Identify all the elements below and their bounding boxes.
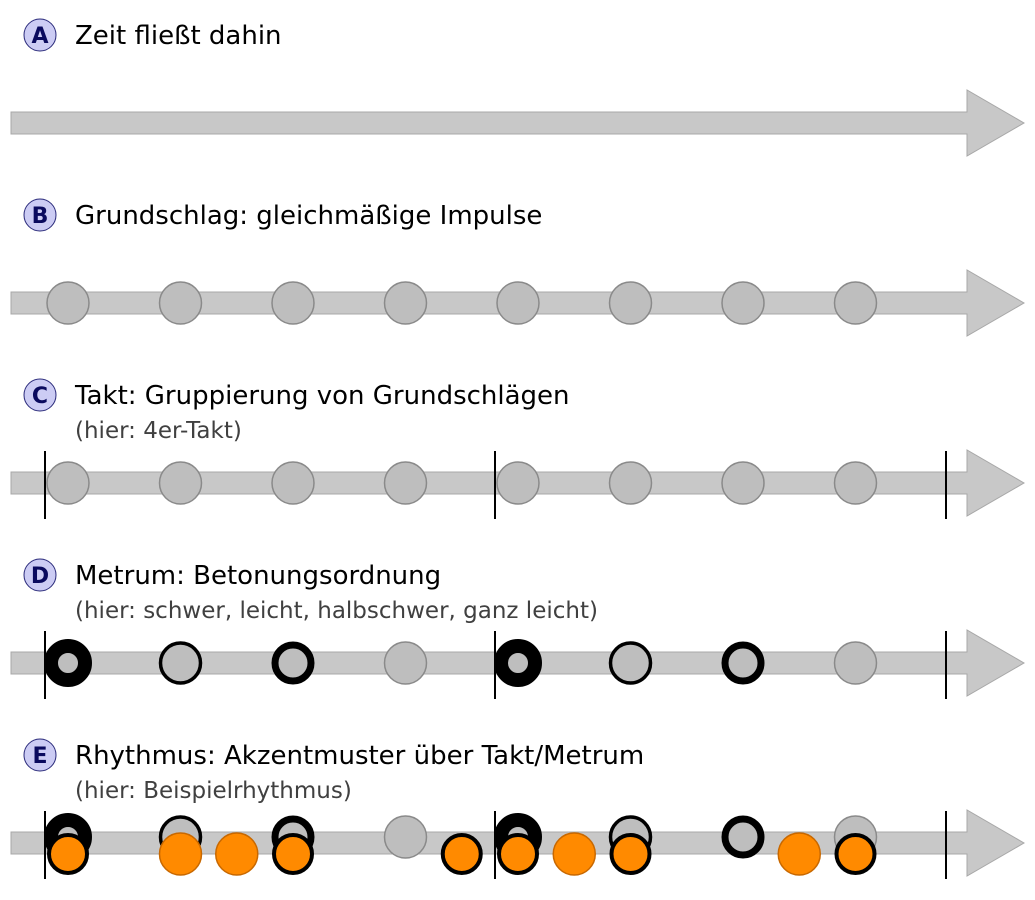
rhythm-note-accented [834,833,877,875]
rhythm-note-accented [272,833,314,875]
beat-ganz-leicht [383,461,428,505]
beat-ganz-leicht [608,281,653,325]
beat-leicht [608,641,653,685]
rhythm-note-accented [47,833,89,875]
beat-schwer [494,639,542,687]
panel-e: E Rhythmus: Akzentmuster über Takt/Metrum… [10,738,1025,879]
beat-ganz-leicht [158,461,203,505]
panel-title: Metrum: Betonungsordnung [75,561,441,591]
panel-a: A Zeit fließt dahin [10,18,1025,157]
time-arrow [10,89,1025,157]
beat-ganz-leicht [833,281,878,325]
letter-badge [23,18,57,52]
beat-ganz-leicht [833,461,878,505]
beat-ganz-leicht [496,281,540,325]
rhythm-note [552,832,596,876]
beat-halbschwer [271,641,315,685]
rhythm-note-accented [440,833,483,875]
letter-badge-label: B [32,204,49,229]
beat-ganz-leicht [721,461,765,505]
beat-halbschwer [721,641,765,685]
beat-leicht [158,641,203,685]
beat-ganz-leicht [721,281,765,325]
letter-badge [23,738,57,772]
beat-schwer [44,639,92,687]
letter-badge-label: D [31,564,49,589]
panel-d: D Metrum: Betonungsordnung (hier: schwer, … [10,558,1025,699]
panel-subtitle: (hier: schwer, leicht, halbschwer, ganz … [75,598,598,624]
beat-ganz-leicht [158,281,203,325]
panel-title: Grundschlag: gleichmäßige Impulse [75,201,542,231]
panel-c: C Takt: Gruppierung von Grundschlägen (hie… [10,378,1025,519]
beat-ganz-leicht [496,461,540,505]
panel-title: Rhythmus: Akzentmuster über Takt/Metrum [75,741,644,771]
beat-ganz-leicht [46,281,90,325]
panel-subtitle: (hier: Beispielrhythmus) [75,778,352,804]
beat-ganz-leicht [833,641,878,685]
panel-title: Zeit fließt dahin [75,21,282,51]
beat-ganz-leicht [46,461,90,505]
beat-ganz-leicht [383,815,428,859]
letter-badge-label: C [32,384,48,409]
rhythm-note [158,832,203,876]
rhythm-note [777,832,821,876]
panel-subtitle: (hier: 4er-Takt) [75,418,242,444]
rhythm-note-accented [609,833,652,875]
beat-ganz-leicht [383,281,428,325]
rhythm-note [215,832,259,876]
letter-badge-label: A [31,24,48,49]
letter-badge-label: E [32,744,47,769]
panel-b: B Grundschlag: gleichmäßige Impulse [10,198,1025,337]
beat-ganz-leicht [608,461,653,505]
beat-halbschwer [721,815,765,859]
beat-ganz-leicht [271,461,315,505]
rhythm-note-accented [497,833,539,875]
beat-ganz-leicht [271,281,315,325]
letter-badge [23,198,57,232]
beat-ganz-leicht [383,641,428,685]
panel-title: Takt: Gruppierung von Grundschlägen [74,381,570,411]
letter-badge [23,558,57,592]
letter-badge [23,378,57,412]
